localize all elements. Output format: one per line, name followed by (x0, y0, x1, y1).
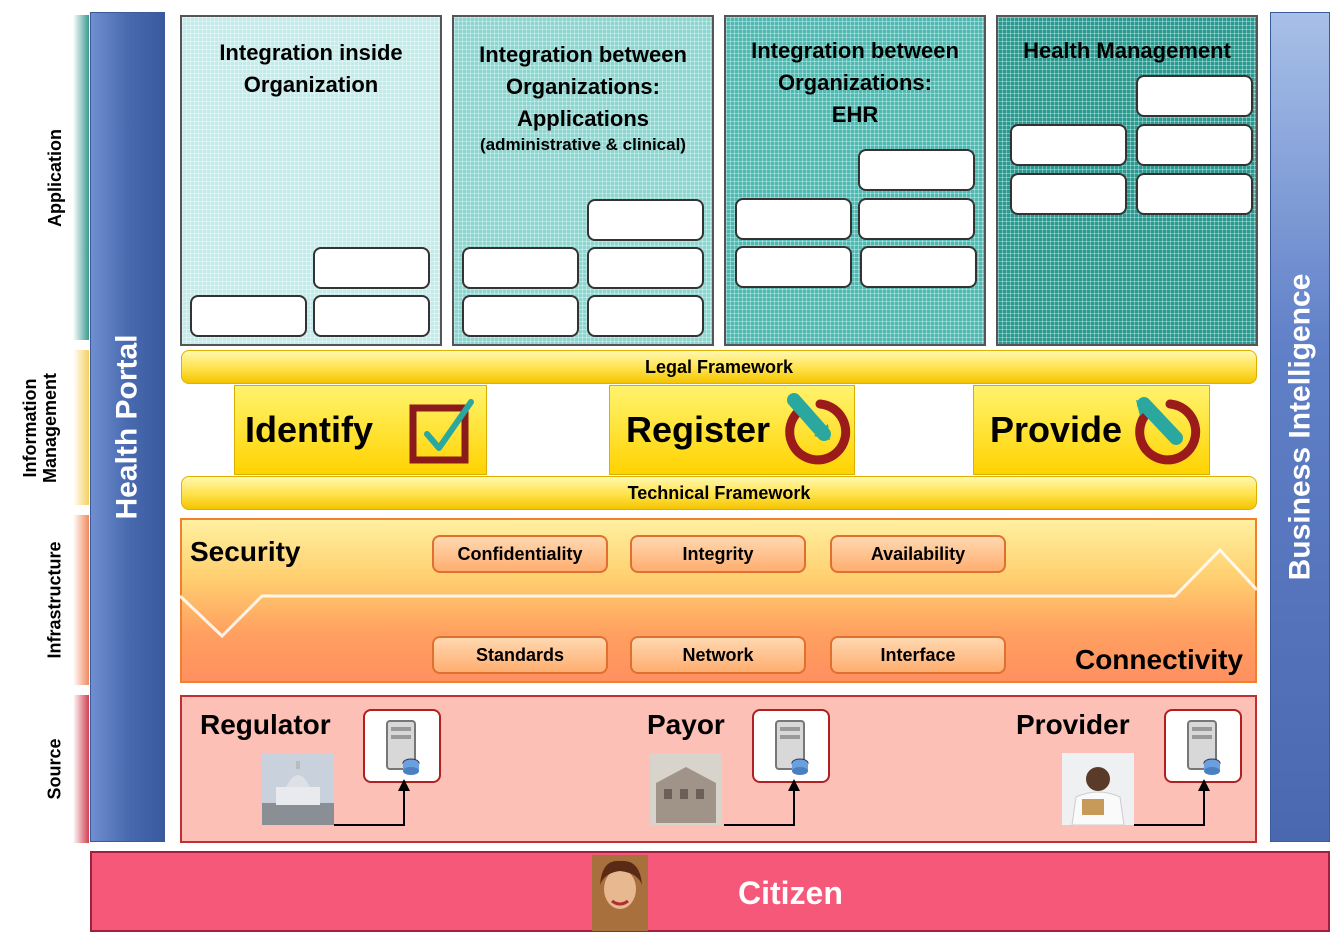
app-box (462, 247, 579, 289)
availability-box: Availability (830, 535, 1006, 573)
payor-connector (724, 779, 800, 826)
column-2-title-line3: Applications (516, 106, 649, 131)
app-box (858, 149, 975, 191)
health-portal-bar: Health Portal (90, 12, 165, 842)
column-integration-inside: Integration inside Organization (180, 15, 442, 346)
label-information-line2: Management (40, 372, 60, 483)
citizen-label: Citizen (738, 875, 843, 911)
stripe-infrastructure (73, 515, 89, 685)
payor-building-photo (650, 753, 722, 825)
regulator-server (363, 709, 441, 783)
app-box (735, 246, 852, 288)
app-box (1136, 173, 1253, 215)
column-integration-ehr: Integration between Organizations: EHR (724, 15, 986, 346)
database-server-icon (775, 720, 809, 775)
connectivity-wave-line (180, 547, 1257, 639)
interface-box: Interface (830, 636, 1006, 674)
citizen-photo (592, 855, 648, 931)
app-box (1136, 75, 1253, 117)
app-box (860, 246, 977, 288)
app-box (462, 295, 579, 337)
stripe-application (73, 15, 89, 340)
identify-box: Identify (234, 385, 487, 475)
column-4-title-line1: Health Management (1023, 38, 1231, 63)
doctor-photo (1062, 753, 1134, 825)
connectivity-label: Connectivity (1074, 644, 1243, 675)
column-2-subtitle: (administrative & clinical) (480, 135, 686, 154)
app-box (313, 295, 430, 337)
provider-connector (1134, 779, 1210, 826)
app-box (858, 198, 975, 240)
column-3-title-line3: EHR (831, 102, 879, 127)
regulator-label: Regulator (200, 709, 331, 740)
payor-server (752, 709, 830, 783)
register-label: Register (626, 409, 771, 450)
provide-cycle-icon (1135, 397, 1201, 465)
app-box (587, 199, 704, 241)
column-1-title-line1: Integration inside (219, 40, 403, 65)
app-box (313, 247, 430, 289)
identify-label: Identify (245, 409, 374, 450)
database-server-icon (1187, 720, 1221, 775)
column-3-title-line2: Organizations: (777, 70, 932, 95)
label-information-line1: Information (20, 378, 40, 477)
security-label: Security (190, 536, 301, 567)
checkbox-check-icon (409, 399, 474, 464)
citizen-bar: Citizen (90, 851, 1330, 932)
provide-box: Provide (973, 385, 1210, 475)
column-health-management: Health Management (996, 15, 1258, 346)
legal-framework-bar: Legal Framework (181, 350, 1257, 384)
app-box (587, 295, 704, 337)
stripe-information (73, 350, 89, 505)
confidentiality-box: Confidentiality (432, 535, 608, 573)
app-box (1136, 124, 1253, 166)
column-1-title-line2: Organization (243, 72, 379, 97)
column-2-title-line1: Integration between (479, 42, 687, 67)
technical-framework-bar: Technical Framework (181, 476, 1257, 510)
capitol-building-photo (262, 753, 334, 825)
provider-server (1164, 709, 1242, 783)
column-3-title-line1: Integration between (751, 38, 959, 63)
register-box: Register (609, 385, 855, 475)
app-box (587, 247, 704, 289)
column-2-title-line2: Organizations: (505, 74, 660, 99)
integrity-box: Integrity (630, 535, 806, 573)
column-integration-applications: Integration between Organizations: Appli… (452, 15, 714, 346)
app-box (735, 198, 852, 240)
business-intelligence-bar: Business Intelligence (1270, 12, 1330, 842)
app-box (190, 295, 307, 337)
stripe-source (73, 695, 89, 843)
provider-label: Provider (1016, 709, 1130, 740)
database-server-icon (386, 720, 420, 775)
standards-box: Standards (432, 636, 608, 674)
provide-label: Provide (990, 409, 1123, 450)
payor-label: Payor (647, 709, 725, 740)
register-cycle-icon (785, 393, 851, 465)
app-box (1010, 173, 1127, 215)
app-box (1010, 124, 1127, 166)
infrastructure-panel: Security Connectivity Confidentiality In… (180, 518, 1257, 683)
source-panel: Regulator Payor Provider (180, 695, 1257, 843)
network-box: Network (630, 636, 806, 674)
regulator-connector (334, 779, 410, 826)
